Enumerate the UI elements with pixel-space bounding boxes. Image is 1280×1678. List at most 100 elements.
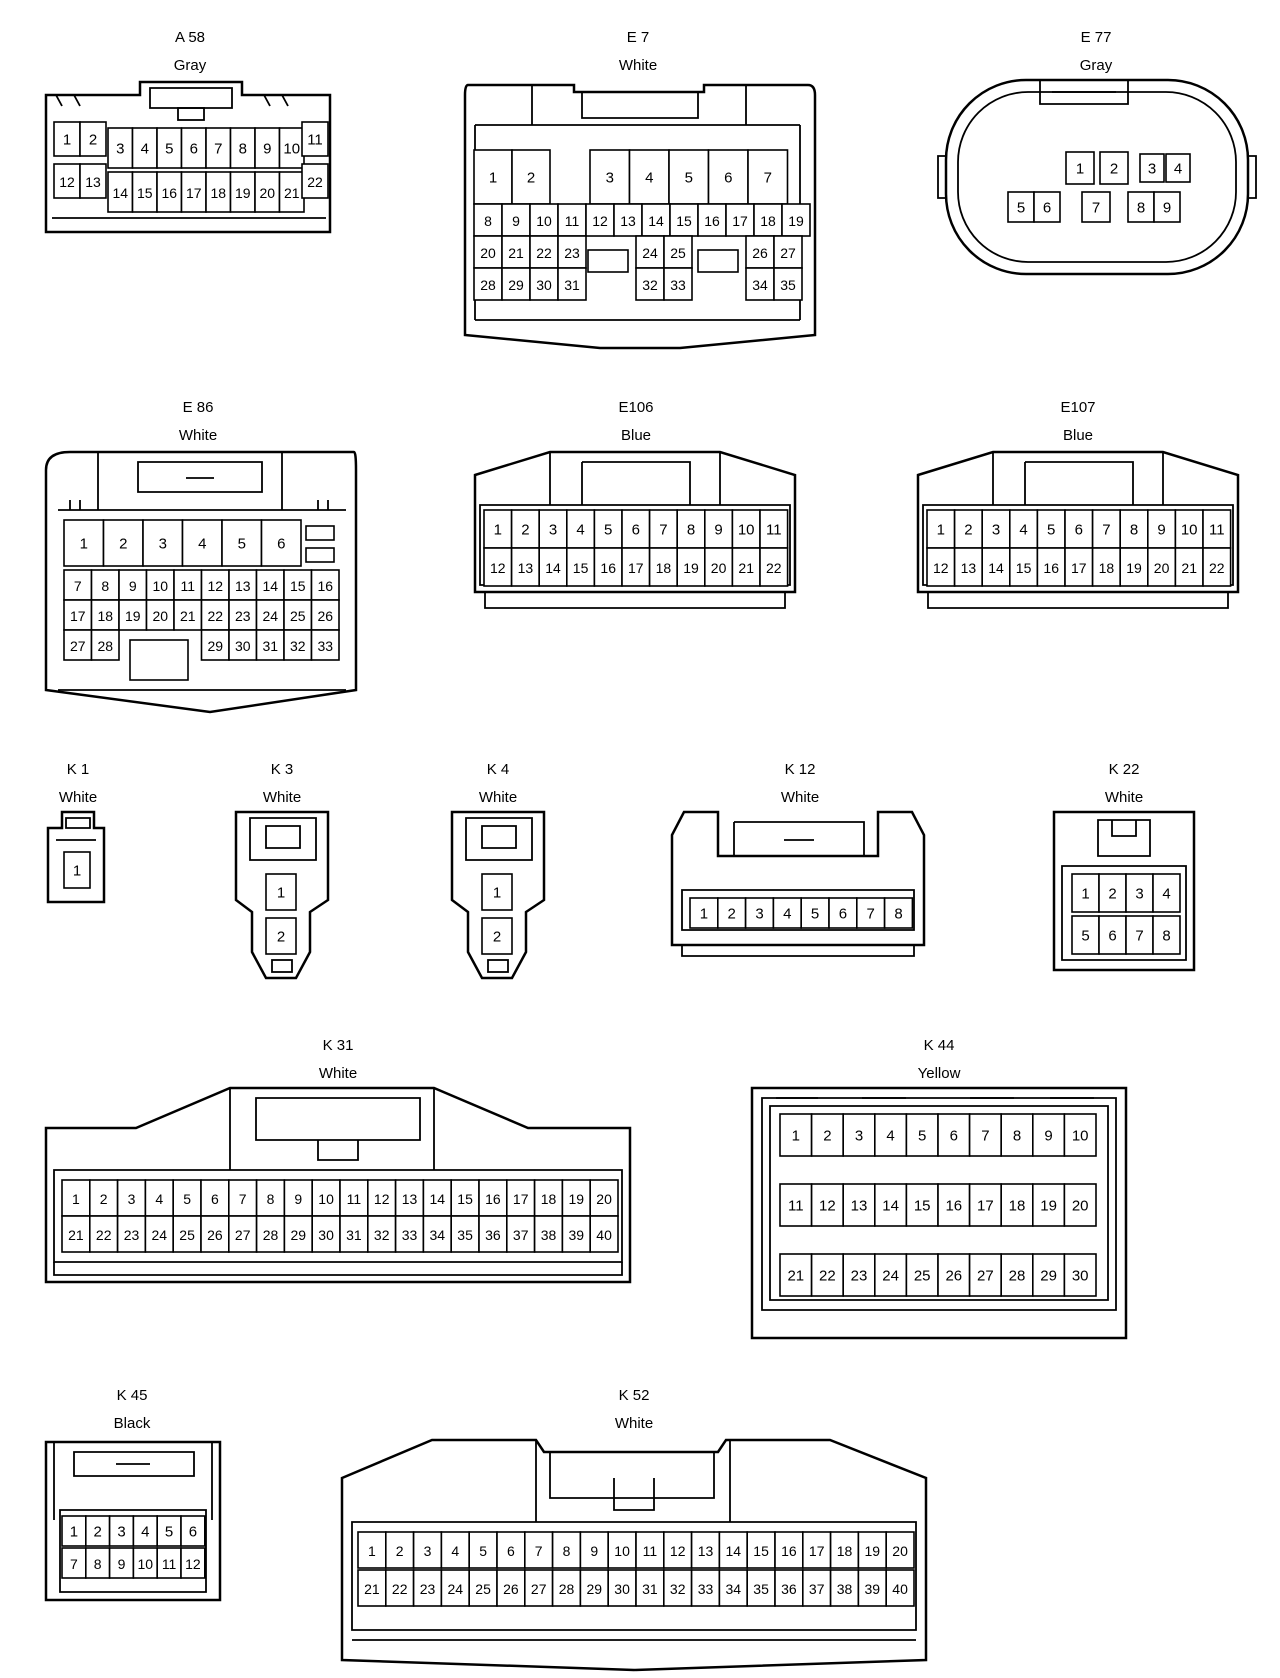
pin-number: 17 [809,1543,825,1559]
connector-k4: K 4 White 12 [450,761,546,980]
pin-number: 7 [659,522,667,539]
pin-number: 13 [235,578,251,594]
pin-number: 32 [642,277,658,293]
connector-k12-name: K 12 [785,761,816,778]
pin-cavity [310,629,340,661]
pin-number: 7 [74,578,82,594]
pin-number: 14 [545,560,561,576]
pin-number: 25 [475,1581,491,1597]
pin-cavity [557,267,587,301]
connector-a58-color: Gray [174,57,207,74]
pin-number: 19 [235,185,251,201]
pin-number: 18 [541,1191,557,1207]
pin-number: 17 [977,1198,994,1215]
connector-k44-color: Yellow [918,1065,961,1082]
pin-number: 4 [783,906,791,923]
pin-number: 13 [698,1543,714,1559]
pin-cavity [481,917,513,955]
pin-cavity [565,509,596,549]
connector-k22-name: K 22 [1109,761,1140,778]
pin-cavity [142,519,184,567]
pin-cavity [63,629,93,661]
pin-cavity [885,1531,915,1569]
pin-number: 2 [277,929,285,946]
pin-cavity [662,1531,693,1569]
pin-cavity [731,547,761,587]
pin-cavity [53,163,81,199]
pin-cavity [1099,151,1129,185]
pin-number: 6 [1075,522,1083,539]
pin-number: 1 [72,1191,80,1207]
pin-number: 29 [1040,1268,1057,1285]
pin-cavity [283,599,313,631]
pin-number: 2 [100,1191,108,1207]
pin-number: 27 [780,245,796,261]
pin-cavity [1098,915,1127,955]
pin-cavity [689,897,719,929]
pin-number: 8 [484,213,492,229]
pin-cavity [394,1215,425,1253]
connector-k4-color: White [479,789,517,806]
pin-number: 24 [152,1227,168,1243]
pin-number: 7 [867,906,875,923]
pin-number: 4 [1174,161,1182,178]
pin-number: 5 [1081,928,1089,945]
pin-cavity [759,547,789,587]
pin-number: 4 [451,1543,459,1559]
pin-number: 4 [576,522,584,539]
pin-cavity [1000,1183,1034,1227]
pin-number: 3 [159,536,167,553]
pin-number: 36 [781,1581,797,1597]
pin-number: 21 [284,185,300,201]
pin-number: 22 [207,608,223,624]
pin-number: 22 [307,174,323,190]
pin-cavity [505,1179,536,1217]
pin-cavity [968,1113,1002,1157]
pin-number: 7 [1092,200,1100,217]
connector-a58-name: A 58 [175,29,205,46]
pin-number: 20 [259,185,275,201]
pin-cavity [180,171,207,213]
pin-cavity [1064,547,1094,587]
pin-number: 8 [687,522,695,539]
pin-cavity [593,509,623,549]
pin-number: 33 [402,1227,418,1243]
pin-number: 5 [183,1191,191,1207]
pin-number: 18 [97,608,113,624]
pin-number: 29 [291,1227,307,1243]
pin-number: 3 [116,141,124,158]
connector-e106-name: E106 [618,399,653,416]
pin-number: 24 [262,608,278,624]
pin-cavity [641,203,671,237]
pin-cavity [255,629,285,661]
pin-number: 8 [94,1556,102,1572]
pin-number: 32 [374,1227,390,1243]
pin-number: 30 [614,1581,630,1597]
pin-number: 10 [138,1556,154,1572]
pin-number: 34 [752,277,768,293]
pin-cavity [278,127,305,169]
pin-number: 4 [141,1524,149,1541]
pin-number: 22 [392,1581,408,1597]
pin-cavity [205,127,232,169]
pin-number: 13 [518,560,534,576]
pin-cavity [607,1569,637,1607]
pin-number: 18 [1009,1198,1026,1215]
pin-cavity [357,1531,387,1569]
pin-cavity [107,127,134,169]
pin-number: 39 [569,1227,585,1243]
connector-k44-name: K 44 [924,1037,955,1054]
pin-number: 33 [698,1581,714,1597]
pin-number: 13 [85,174,101,190]
pin-cavity [663,267,693,301]
pin-number: 8 [1137,200,1145,217]
pin-cavity [690,1531,721,1569]
connector-k52-name: K 52 [619,1387,650,1404]
